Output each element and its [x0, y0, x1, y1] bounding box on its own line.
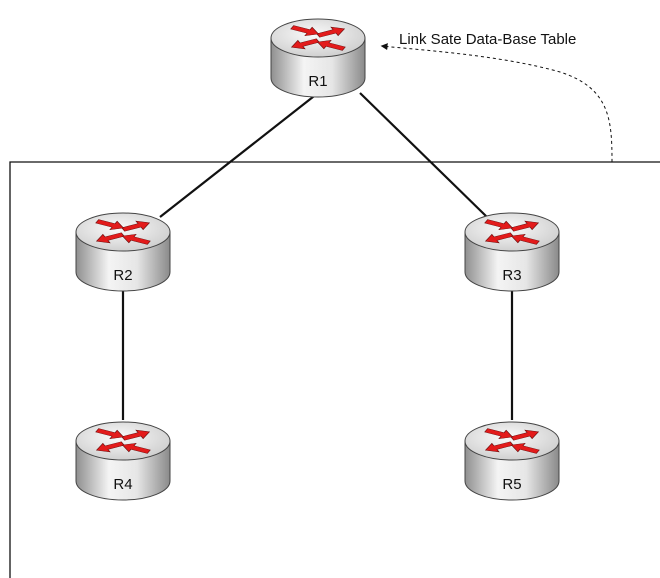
router-r5: R5 [464, 421, 560, 501]
router-arrows-icon [484, 428, 540, 454]
router-label: R2 [113, 267, 132, 284]
router-label: R3 [502, 267, 521, 284]
annotation-label: Link Sate Data-Base Table [399, 31, 576, 48]
router-arrows-icon [290, 25, 346, 51]
router-label: R5 [502, 476, 521, 493]
router-r4: R4 [75, 421, 171, 501]
router-r3: R3 [464, 212, 560, 292]
router-top [464, 212, 560, 252]
link-r1-r3 [359, 92, 488, 218]
router-arrows-icon [95, 219, 151, 245]
router-top [75, 212, 171, 252]
router-label: R1 [308, 73, 327, 90]
router-r1: R1 [270, 18, 366, 98]
router-top [75, 421, 171, 461]
annotation-pointer [380, 43, 613, 163]
area-border [9, 161, 660, 578]
router-top [270, 18, 366, 58]
router-arrows-icon [95, 428, 151, 454]
router-arrows-icon [484, 219, 540, 245]
router-top [464, 421, 560, 461]
router-r2: R2 [75, 212, 171, 292]
router-label: R4 [113, 476, 132, 493]
link-r1-r2 [159, 92, 319, 218]
